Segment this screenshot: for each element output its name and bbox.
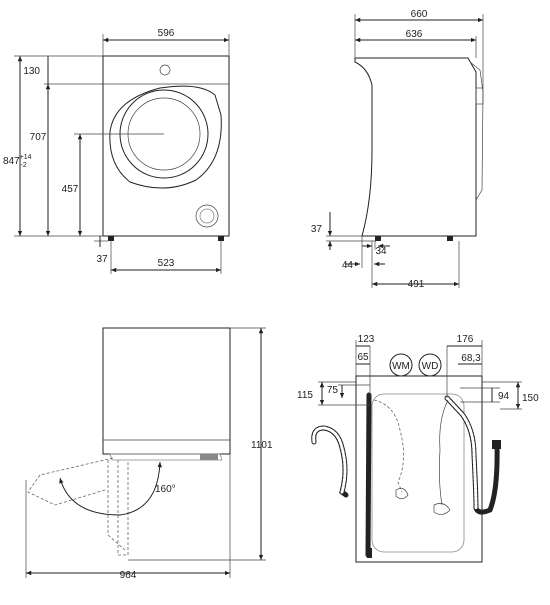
rear-right-drop-inner-label: 94 <box>498 391 510 402</box>
rear-cabinet <box>355 375 483 563</box>
door-open-outline-lower <box>117 460 129 556</box>
front-foot-height-label: 37 <box>96 254 108 265</box>
door-frame <box>109 85 222 189</box>
rear-wm-inner-label: 65 <box>357 352 369 363</box>
wm-hose-outlet <box>367 548 372 558</box>
side-door-handle <box>475 87 484 105</box>
side-total-depth-label: 660 <box>411 9 428 20</box>
wd-hose-clip <box>433 503 451 515</box>
side-foot-span-label: 491 <box>408 279 425 290</box>
door-open-outline-side <box>107 460 126 551</box>
door-open-outline-upper <box>27 457 114 506</box>
front-lower-height-label: 457 <box>62 184 79 195</box>
door-view-height-label: 1101 <box>251 440 273 451</box>
door-opening-arc <box>59 461 163 516</box>
wd-marker <box>418 353 442 377</box>
side-foot-height-label: 37 <box>311 224 323 235</box>
filter-cover-inner <box>199 208 215 224</box>
front-cabinet <box>102 55 230 237</box>
side-foot-offset-small-label: 34 <box>375 246 387 257</box>
front-foot-left <box>108 236 114 241</box>
wm-inner-route <box>373 399 404 493</box>
side-foot-rear <box>447 236 453 241</box>
side-cabinet <box>354 57 477 237</box>
side-view: 660 636 37 34 44 491 <box>311 9 484 290</box>
wm-drain-hose <box>311 425 349 498</box>
door-opening-angle-label: 160° <box>155 484 176 495</box>
rear-right-drop-outer-label: 150 <box>522 393 539 404</box>
program-knob-icon <box>159 64 171 76</box>
front-top-offset-label: 130 <box>23 66 40 77</box>
front-total-height-label: 847+14-2 <box>3 154 32 169</box>
door-view-width-label: 964 <box>120 570 137 581</box>
rear-wd-inner-label: 68,3 <box>461 353 481 364</box>
side-foot-offset-label: 44 <box>342 260 354 271</box>
front-width-label: 596 <box>158 28 175 39</box>
filter-cover <box>195 204 219 228</box>
front-foot-span-label: 523 <box>158 258 175 269</box>
rear-left-drop-inner-label: 75 <box>327 385 339 396</box>
front-door-height-label: 707 <box>30 132 47 143</box>
wm-hose-clip <box>395 488 409 500</box>
rear-wd-offset-label: 176 <box>457 334 474 345</box>
front-foot-right <box>218 236 224 241</box>
wd-inner-route <box>438 399 449 506</box>
wd-marker-label: WD <box>422 361 439 372</box>
side-body-depth-label: 636 <box>406 29 423 40</box>
rear-left-drop-outer-label: 115 <box>297 390 313 401</box>
drain-hose-vertical <box>365 392 372 558</box>
rear-panel <box>371 393 465 553</box>
door-view-cabinet <box>102 327 231 455</box>
wm-marker-label: WM <box>392 361 410 372</box>
door-opening-view: 160° 1101 964 <box>25 327 273 581</box>
side-foot-front <box>375 236 381 241</box>
door-hinge <box>200 454 218 460</box>
wd-hose-connector <box>492 440 501 449</box>
rear-view: WM WD 123 65 176 68,3 115 75 94 <box>297 334 539 563</box>
wm-marker <box>389 353 413 377</box>
rear-wm-offset-label: 123 <box>358 334 375 345</box>
front-view: 596 847+14-2 130 707 457 37 523 <box>3 28 230 274</box>
